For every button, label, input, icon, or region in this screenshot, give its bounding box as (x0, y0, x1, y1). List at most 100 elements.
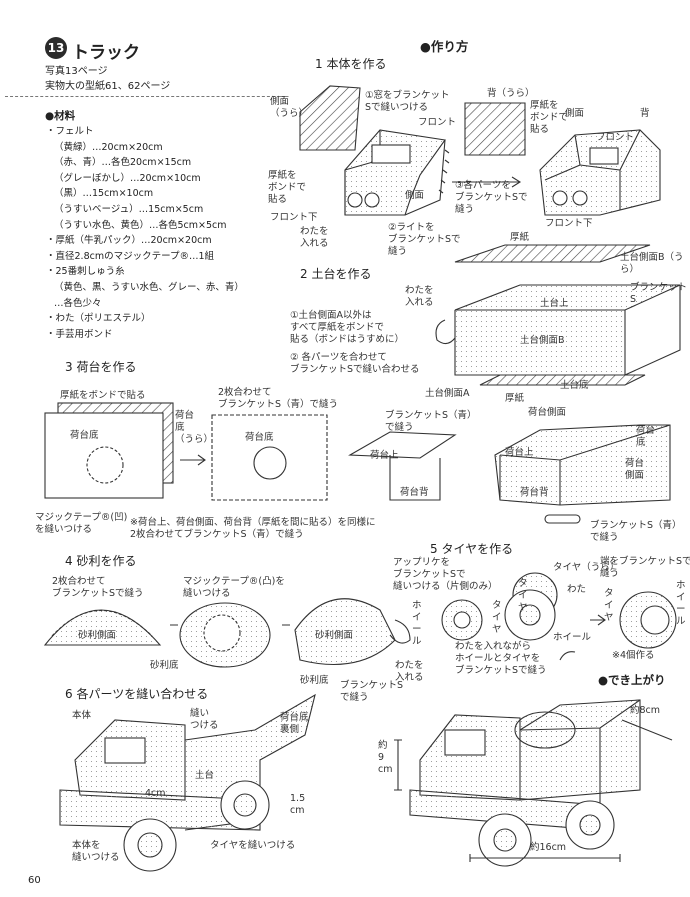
pattern-reference: 実物大の型紙61、62ページ (45, 81, 171, 92)
s5-note: わたを入れながら ホイールとタイヤを ブランケットSで縫う (455, 641, 547, 676)
s3-stitch2-label: 2枚合わせて ブランケットS（青）で縫う (218, 387, 339, 410)
s1-note2: ②ライトを ブランケットSで 縫う (388, 222, 461, 257)
step4-title: 4 砂利を作る (65, 554, 137, 568)
s1-glue-back-label: 厚紙を ボンドで 貼る (530, 100, 569, 135)
step6-title: 6 各パーツを縫い合わせる (65, 687, 209, 701)
page-title: トラック (72, 43, 140, 63)
s5-applique-label: アップリケを ブランケットSで 縫いつける（片側のみ） (393, 557, 498, 592)
s4-blanket-label: ブランケットS で縫う (340, 680, 404, 703)
photo-reference: 写真13ページ (45, 66, 108, 77)
step3-bed-bottom (211, 414, 328, 501)
finished-truck (394, 699, 673, 867)
s3-blanket-blue2-label: ブランケットS（青）で縫う (590, 520, 682, 543)
s6-15cm-label: 1.5 cm (290, 793, 306, 816)
s5-tire-label: タイヤ (492, 600, 502, 635)
s1-side-label: 側面 (565, 108, 585, 119)
step2-board (454, 244, 651, 263)
step3-bed-assembly (348, 424, 671, 524)
header-divider (5, 96, 285, 97)
step1-back-panel (464, 102, 526, 156)
s6-stitch-on-label: 縫い つける (190, 708, 219, 731)
s2-base-side-b-label: 土台側面B (520, 335, 565, 346)
s5-wheel2-label: ホイール (553, 632, 592, 643)
finished-heading: ●でき上がり (598, 673, 666, 687)
s2-note2: ② 各パーツを合わせて ブランケットSで縫い合わせる (290, 352, 420, 375)
step1-finished-body (539, 129, 661, 216)
step5-finished-tire (590, 591, 677, 649)
s6-body-label: 本体 (72, 710, 92, 721)
s5-edge-stitch-label: 端をブランケットSで 縫う (600, 556, 690, 579)
material-item: ・厚紙（牛乳パック）…20cm×20cm (46, 235, 212, 247)
s1-side2-label: 側面 (405, 190, 425, 201)
s1-cotton-label: わたを 入れる (300, 226, 329, 249)
materials-list: ・フェルト（黄緑）…20cm×20cm（赤、青）…各色20cm×15cm（グレー… (46, 124, 244, 342)
material-item: （赤、青）…各色20cm×15cm (54, 157, 192, 169)
s4-gravel-side2-label: 砂利側面 (315, 630, 354, 641)
item-number-badge: 13 (45, 37, 67, 59)
s4-stitch2-label: 2枚合わせて ブランケットSで縫う (52, 576, 144, 599)
s1-note1: ①窓をブランケットSで縫いつける (365, 90, 450, 113)
step5-title: 5 タイヤを作る (430, 542, 514, 556)
done-approx9-label: 約 9 cm (378, 740, 393, 775)
s5-tire3-label: タイヤ (604, 588, 614, 623)
s6-4cm-label: 4cm (145, 788, 166, 799)
s3-bed-back2-label: 荷台背 (520, 487, 549, 498)
s3-bed-side2-label: 荷台 側面 (625, 458, 645, 481)
s1-front-bottom2-label: フロント下 (545, 218, 593, 229)
material-item: ・直径2.8cmのマジックテープ®…1組 (46, 250, 215, 262)
step1-side-panel (299, 85, 361, 151)
material-item: （うすい水色、黄色）…各色5cm×5cm (54, 219, 227, 231)
s3-bed-top2-label: 荷台上 (505, 447, 534, 458)
s3-magic-tape-label: マジックテープ®(凹) を縫いつける (35, 512, 128, 535)
s2-base-bottom-label: 土台底 (560, 380, 589, 391)
s4-gravel-side-label: 砂利側面 (78, 630, 117, 641)
step1-title: 1 本体を作る (315, 57, 387, 71)
s3-bed-bottom-label: 荷台底 (70, 430, 99, 441)
step4-gravel-bottom (179, 602, 271, 668)
s6-sew-tire-label: タイヤを縫いつける (210, 840, 296, 851)
s3-note: ※荷台上、荷台側面、荷台背（厚紙を間に貼る）を同様に 2枚合わせてブランケットS… (130, 517, 376, 540)
s6-bed-bottom-back-label: 荷台底 裏側 (280, 712, 309, 735)
material-item: （黄緑）…20cm×20cm (54, 141, 163, 153)
s2-blanket-label: ブランケットS (630, 282, 688, 305)
s1-back-label: 背 (640, 108, 650, 119)
done-approx16-label: 約16cm (530, 842, 567, 853)
s4-gravel-bottom-label: 砂利底 (150, 660, 179, 671)
s3-bed-bottom3-label: 荷台 底 (636, 425, 656, 448)
s3-bed-top-label: 荷台上 (370, 450, 399, 461)
howto-heading: ●作り方 (420, 39, 469, 54)
done-approx8-label: 約8cm (630, 705, 661, 716)
s5-tire2-label: タイヤ (518, 578, 528, 613)
material-item: ・手芸用ボンド (46, 328, 113, 340)
s1-back-ura-label: 背（うら） (487, 88, 535, 99)
s2-cotton-label: わたを 入れる (405, 285, 434, 308)
s6-base-label: 土台 (195, 770, 215, 781)
material-item: （うすいベージュ）…15cm×5cm (54, 203, 204, 215)
s1-front2-label: フロント (596, 132, 635, 143)
s2-base-side-b-ura-label: 土台側面B（うら） (620, 252, 684, 275)
s5-tire-ura-label: タイヤ（うら） (553, 562, 620, 573)
material-item: （黄色、黒、うすい水色、グレー、赤、青） (54, 281, 244, 293)
s2-note1: ①土台側面A以外は すべて厚紙をボンドで 貼る（ボンドはうすめに） (290, 310, 405, 345)
s4-cotton-label: わたを 入れる (395, 660, 424, 683)
material-item: ・フェルト (46, 126, 94, 137)
s5-cotton-label: わた (567, 584, 587, 595)
material-item: ・25番刺しゅう糸 (46, 266, 125, 278)
step3-title: 3 荷台を作る (65, 360, 137, 374)
step4-gravel-assembly (294, 598, 411, 666)
s4-gravel-bottom2-label: 砂利底 (300, 675, 329, 686)
step6-truck-assembly (59, 693, 316, 872)
s1-note3: ③各パーツを ブランケットSで 縫う (455, 180, 528, 215)
material-item: …各色少々 (54, 297, 102, 309)
s3-bed-side-label: 荷台側面 (528, 407, 567, 418)
s5-make4-label: ※4個作る (612, 650, 655, 661)
s2-base-side-a-label: 土台側面A (425, 388, 470, 399)
s6-sew-body-label: 本体を 縫いつける (72, 840, 120, 863)
step2-base-box (435, 284, 681, 386)
s2-board2-label: 厚紙 (505, 393, 525, 404)
material-item: （黒）…15cm×10cm (54, 188, 154, 200)
s3-bed-back-label: 荷台背 (400, 487, 429, 498)
s1-side-back-label: 側面 （うら） (270, 96, 309, 119)
s5-wheel-label: ホイール (412, 600, 422, 647)
